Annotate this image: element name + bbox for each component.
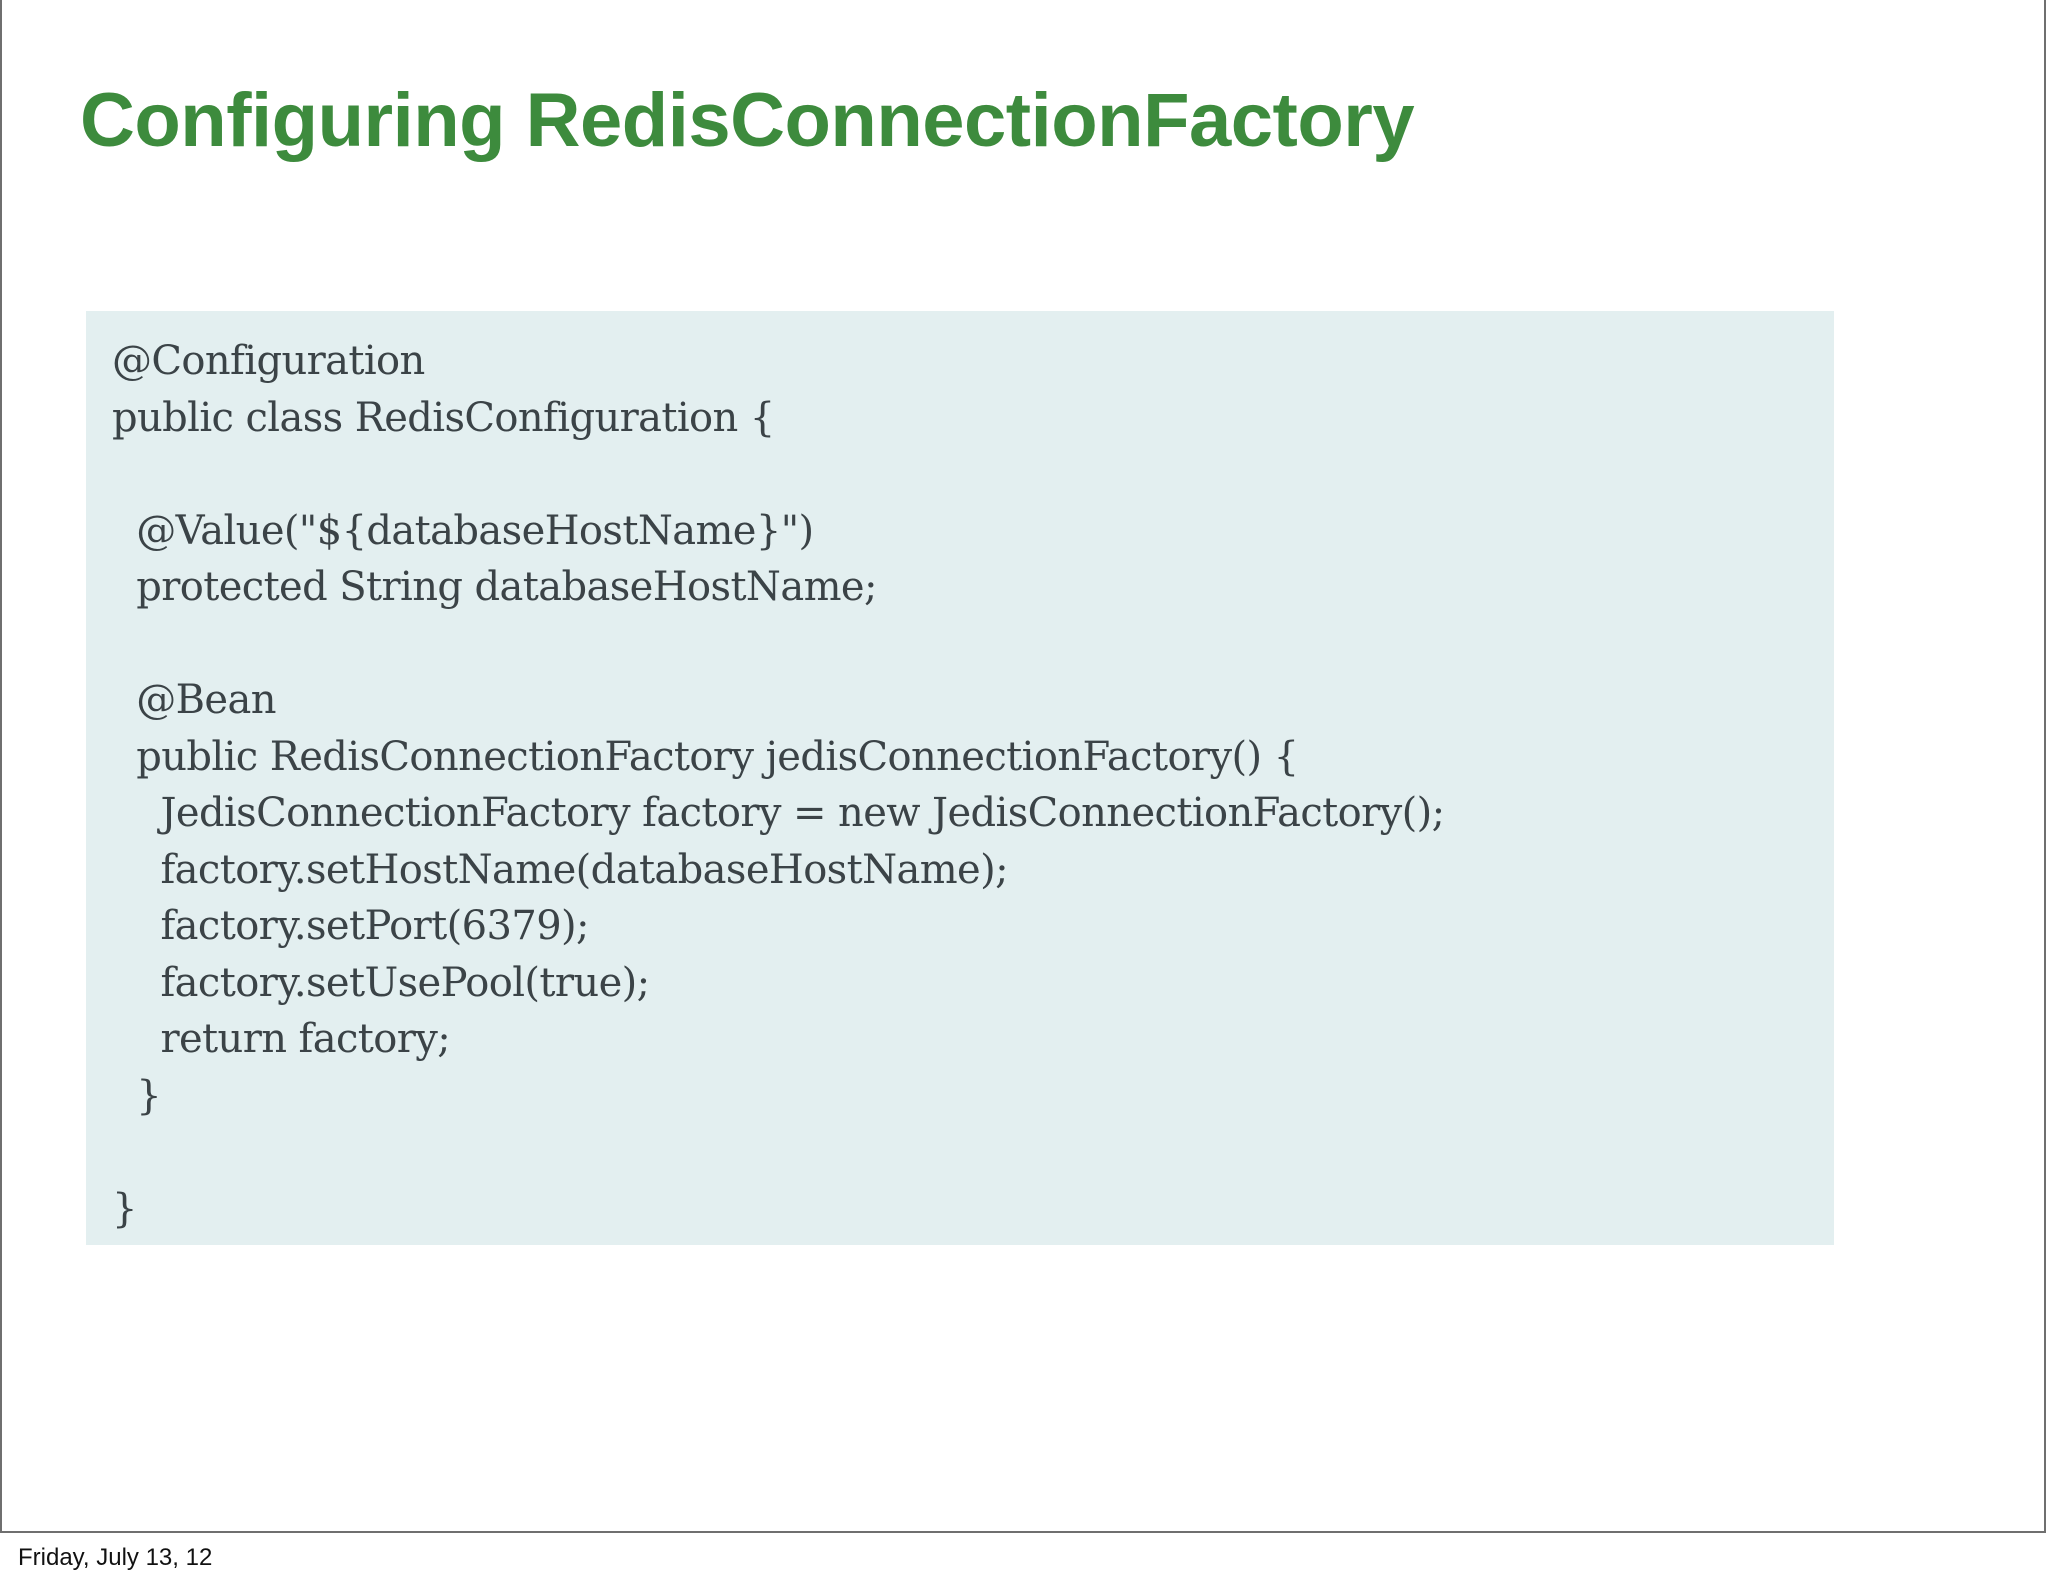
code-line xyxy=(112,1124,1808,1181)
code-line: @Value("${databaseHostName}") xyxy=(112,507,814,554)
code-line xyxy=(112,446,1808,503)
code-line: protected String databaseHostName; xyxy=(112,564,877,610)
code-line: public class RedisConfiguration { xyxy=(112,394,775,441)
code-line: return factory; xyxy=(112,1016,451,1062)
code-line: @Configuration xyxy=(112,338,425,384)
code-lines: @Configuration public class RedisConfigur… xyxy=(112,333,1808,1237)
code-line: factory.setUsePool(true); xyxy=(112,959,650,1006)
code-line: } xyxy=(112,1072,162,1119)
code-line: public RedisConnectionFactory jedisConne… xyxy=(112,733,1299,780)
code-line: factory.setPort(6379); xyxy=(112,903,589,949)
code-line: @Bean xyxy=(112,677,276,723)
slide-canvas: Configuring RedisConnectionFactory @Conf… xyxy=(0,0,2046,1533)
code-line: } xyxy=(112,1185,137,1232)
code-line: factory.setHostName(databaseHostName); xyxy=(112,846,1009,893)
footer-date: Friday, July 13, 12 xyxy=(18,1544,213,1571)
code-block: @Configuration public class RedisConfigur… xyxy=(86,311,1834,1245)
code-line xyxy=(112,616,1808,673)
page-title: Configuring RedisConnectionFactory xyxy=(80,77,1415,163)
code-line: JedisConnectionFactory factory = new Jed… xyxy=(112,790,1445,836)
